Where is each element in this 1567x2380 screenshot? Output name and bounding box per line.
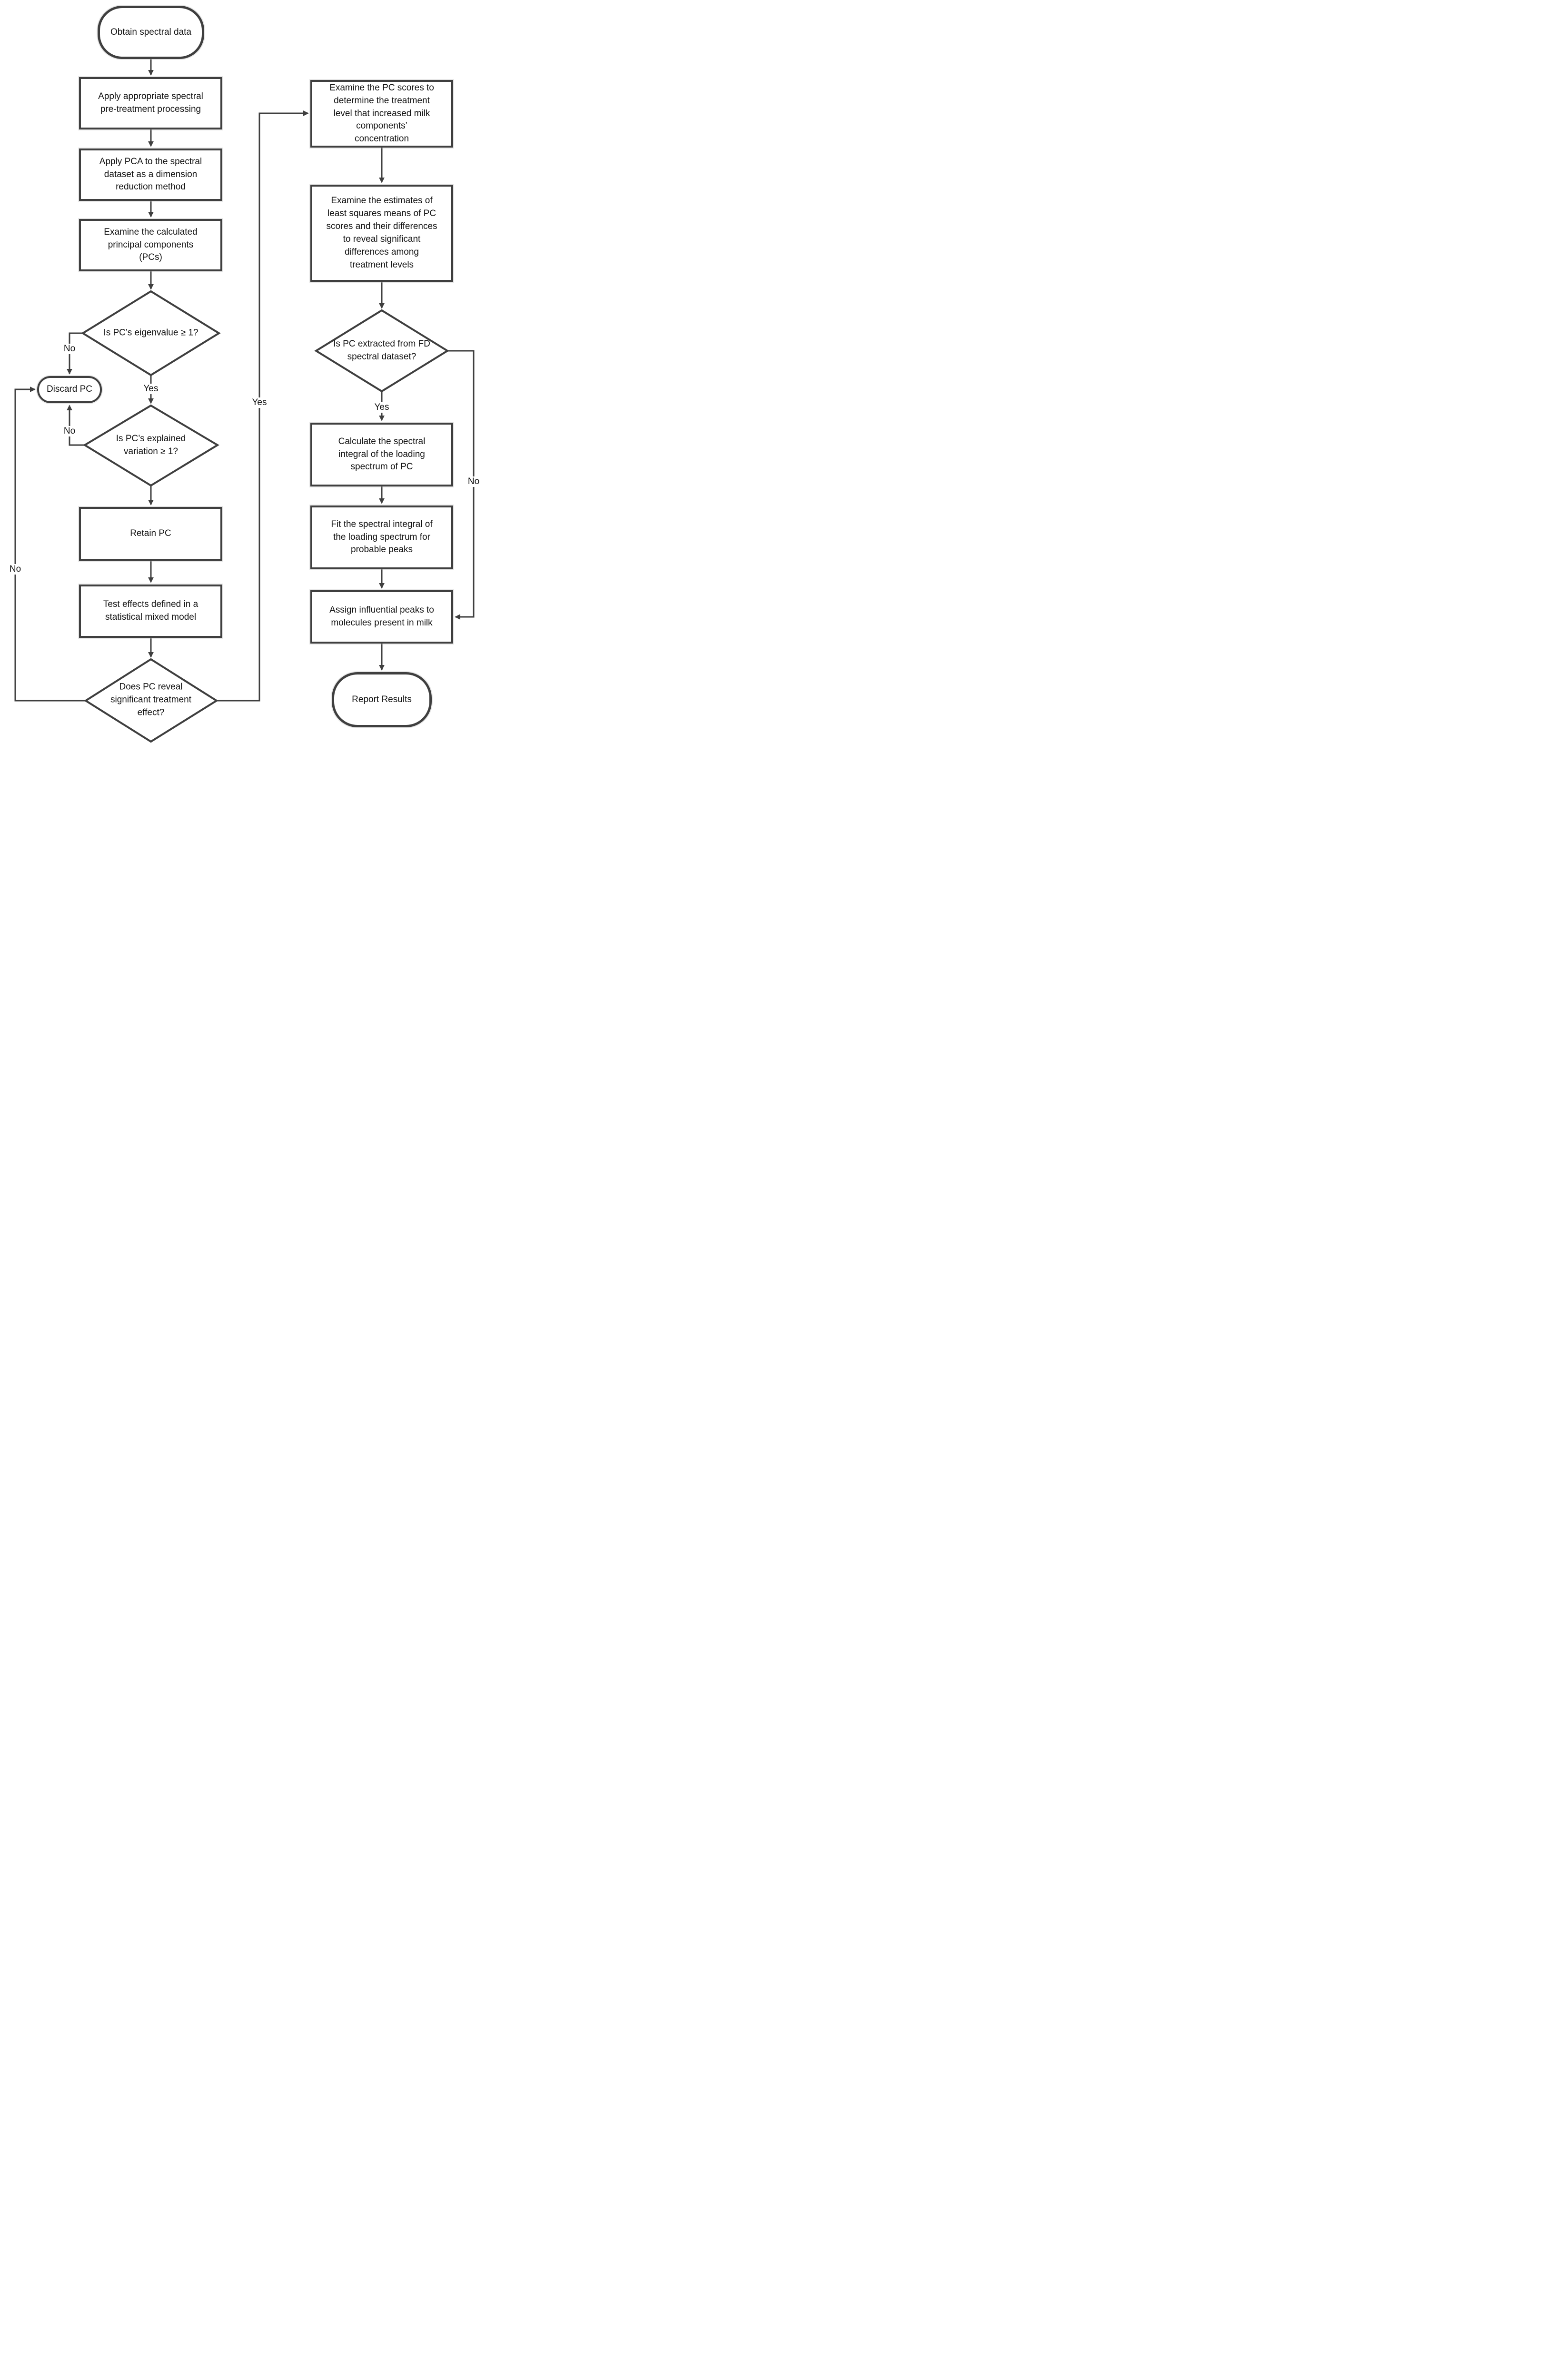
decision-fd-shape (314, 309, 449, 393)
edge-treatmentcheck-no-loop (14, 387, 86, 702)
node-report-results: Report Results (332, 672, 432, 727)
connector-layer (14, 59, 475, 743)
node-test-effects: Test effects defined in a statistical mi… (79, 585, 222, 638)
decision-variation-shape (83, 404, 219, 487)
edge-label-eigen-yes: Yes (141, 384, 161, 394)
node-examine-pcs: Examine the calculated principal compone… (79, 219, 222, 271)
node-examine-lsmeans: Examine the estimates of least squares m… (310, 185, 453, 282)
edge-label-treatment-no: No (7, 564, 24, 575)
edge-eigencheck-no-discard (67, 332, 83, 375)
flowchart-canvas: Obtain spectral data Apply appropriate s… (0, 0, 487, 747)
node-discard-pc: Discard PC (37, 376, 102, 403)
node-retain-pc: Retain PC (79, 507, 222, 561)
node-start: Obtain spectral data (98, 6, 204, 59)
node-assign-peaks: Assign influential peaks to molecules pr… (310, 590, 453, 644)
node-pca: Apply PCA to the spectral dataset as a d… (79, 149, 222, 201)
edge-variationcheck-no-discard (67, 405, 85, 446)
node-examine-scores: Examine the PC scores to determine the t… (310, 80, 453, 148)
edge-label-fd-no: No (465, 476, 482, 487)
node-calc-integral: Calculate the spectral integral of the l… (310, 423, 453, 486)
decision-treatment-shape (84, 658, 218, 743)
node-preprocess: Apply appropriate spectral pre-treatment… (79, 77, 222, 129)
decision-eigen-shape (81, 290, 221, 377)
edge-label-fd-yes: Yes (372, 402, 392, 413)
edge-label-variation-no: No (61, 426, 78, 436)
edge-label-treatment-yes: Yes (249, 397, 269, 408)
node-fit-integral: Fit the spectral integral of the loading… (310, 506, 453, 569)
edge-label-eigen-no: No (61, 344, 78, 354)
